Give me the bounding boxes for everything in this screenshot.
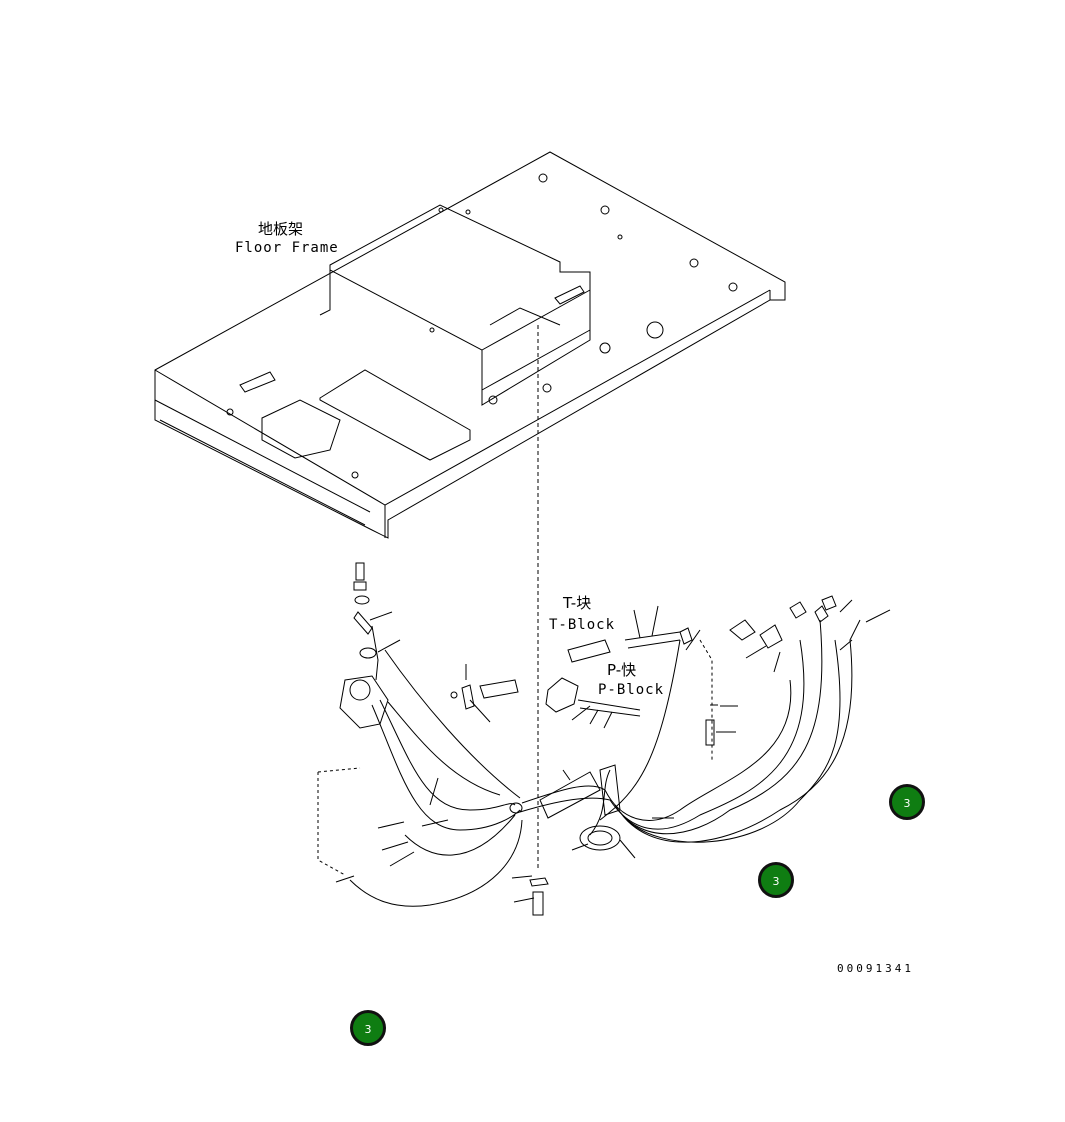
control-valve-drawing [339,562,389,729]
callout-number: 3 [772,874,780,888]
floor-frame-drawing [154,151,786,539]
callout-number: 3 [364,1022,372,1036]
callout-marker[interactable]: 3 [758,862,794,898]
floor-frame-label-en: Floor Frame [235,240,339,256]
callout-marker[interactable]: 3 [889,784,925,820]
callout-number: 3 [903,796,911,810]
p-block-label-cn: P-快 [607,661,637,679]
drawing-number: 00091341 [837,962,914,975]
floor-frame-label-cn: 地板架 [258,220,304,238]
p-block-label-en: P-Block [598,682,665,698]
t-block-label-cn: T-块 [563,594,592,612]
t-block-label-en: T-Block [549,617,616,633]
hose-bundle-drawing [317,619,861,907]
callout-marker[interactable]: 3 [350,1010,386,1046]
leader-lines [335,599,891,903]
